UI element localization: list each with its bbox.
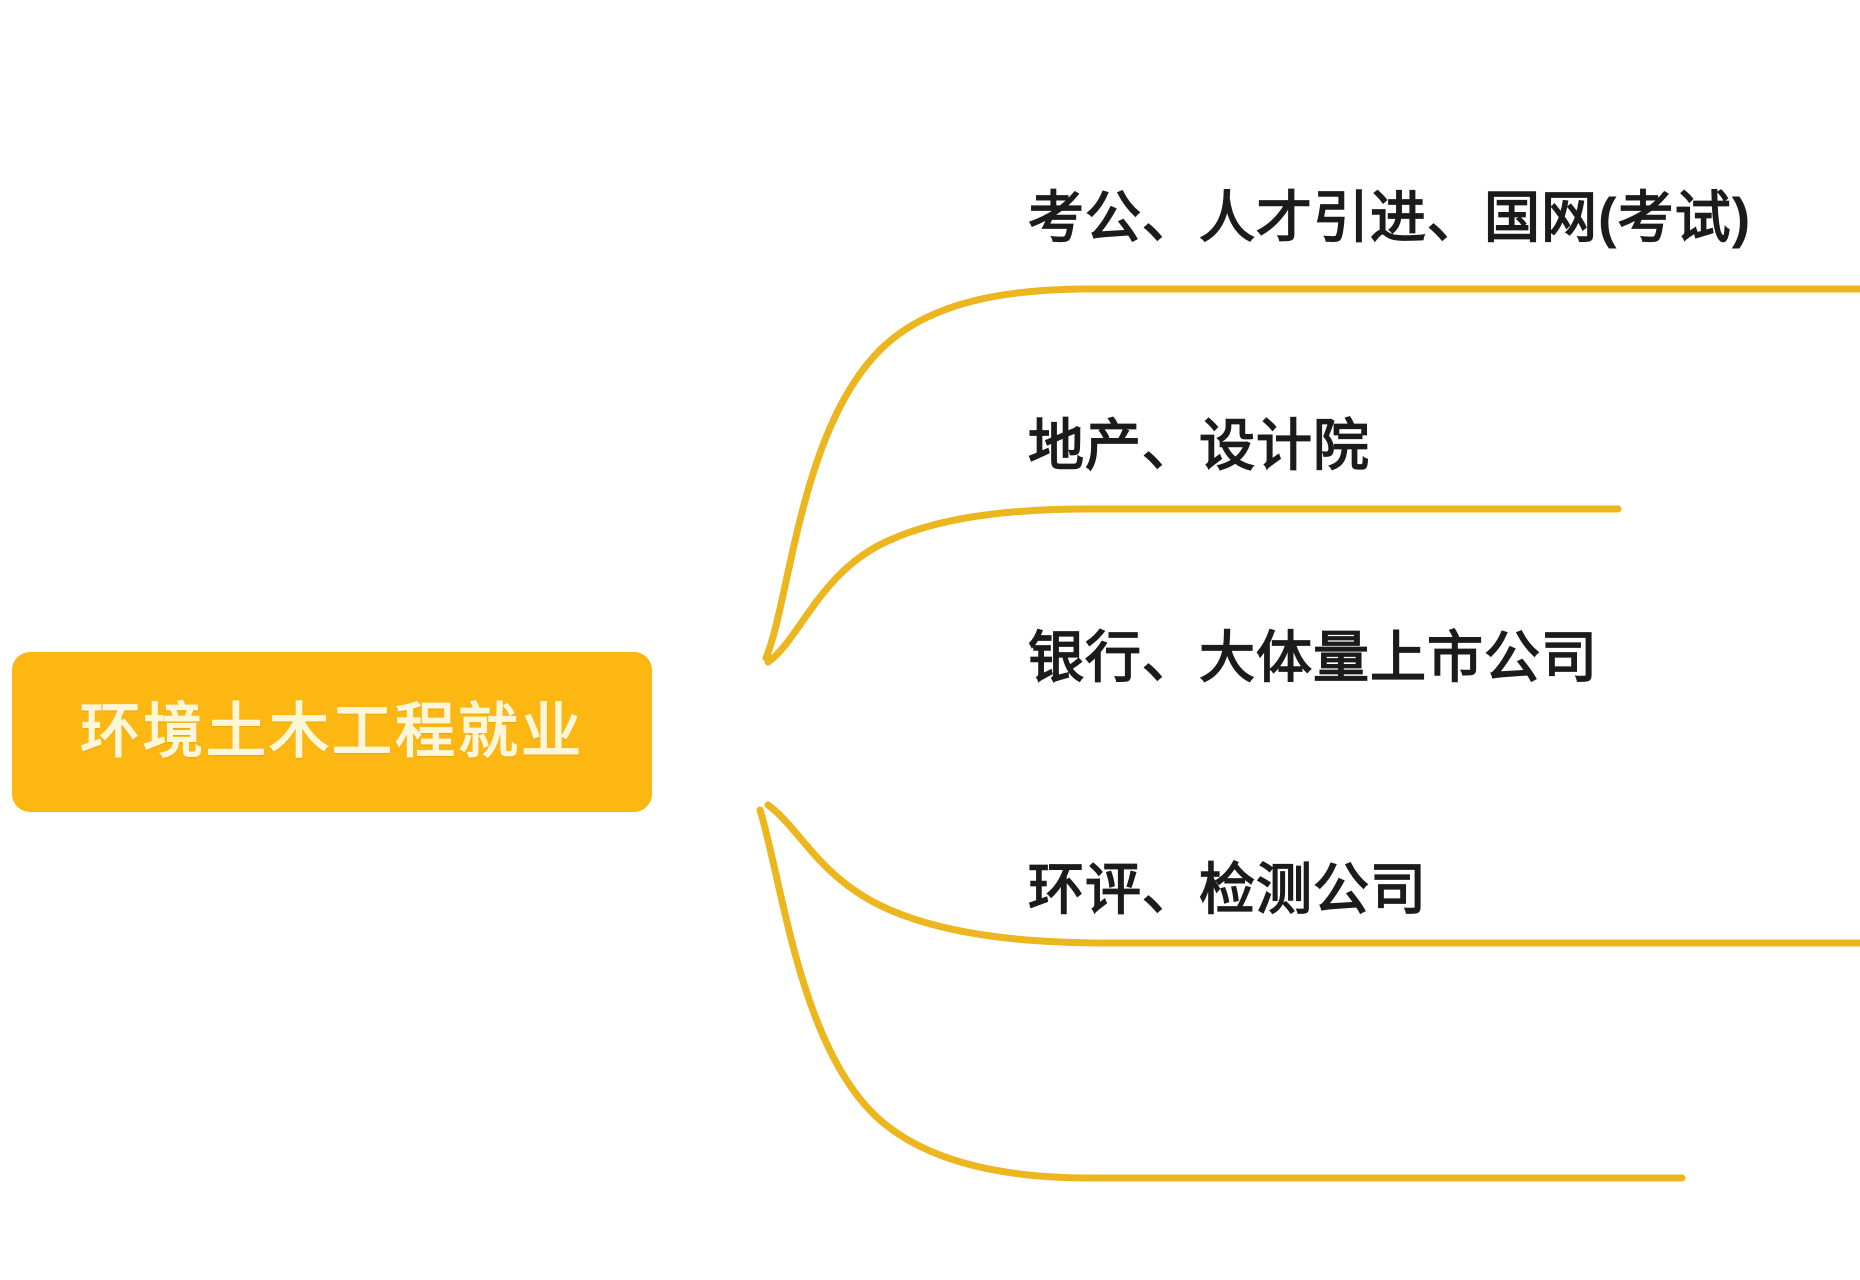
- branch-label-eia-testing-company[interactable]: 环评、检测公司: [1028, 858, 1427, 921]
- root-node[interactable]: 环境土木工程就业: [12, 652, 652, 812]
- branch-label-realestate-design[interactable]: 地产、设计院: [1028, 414, 1370, 477]
- branch-label-bank-listed-company[interactable]: 银行、大体量上市公司: [1028, 626, 1598, 689]
- branch-label-career-exam[interactable]: 考公、人才引进、国网(考试): [1028, 186, 1752, 249]
- root-node-label: 环境土木工程就业: [80, 698, 584, 765]
